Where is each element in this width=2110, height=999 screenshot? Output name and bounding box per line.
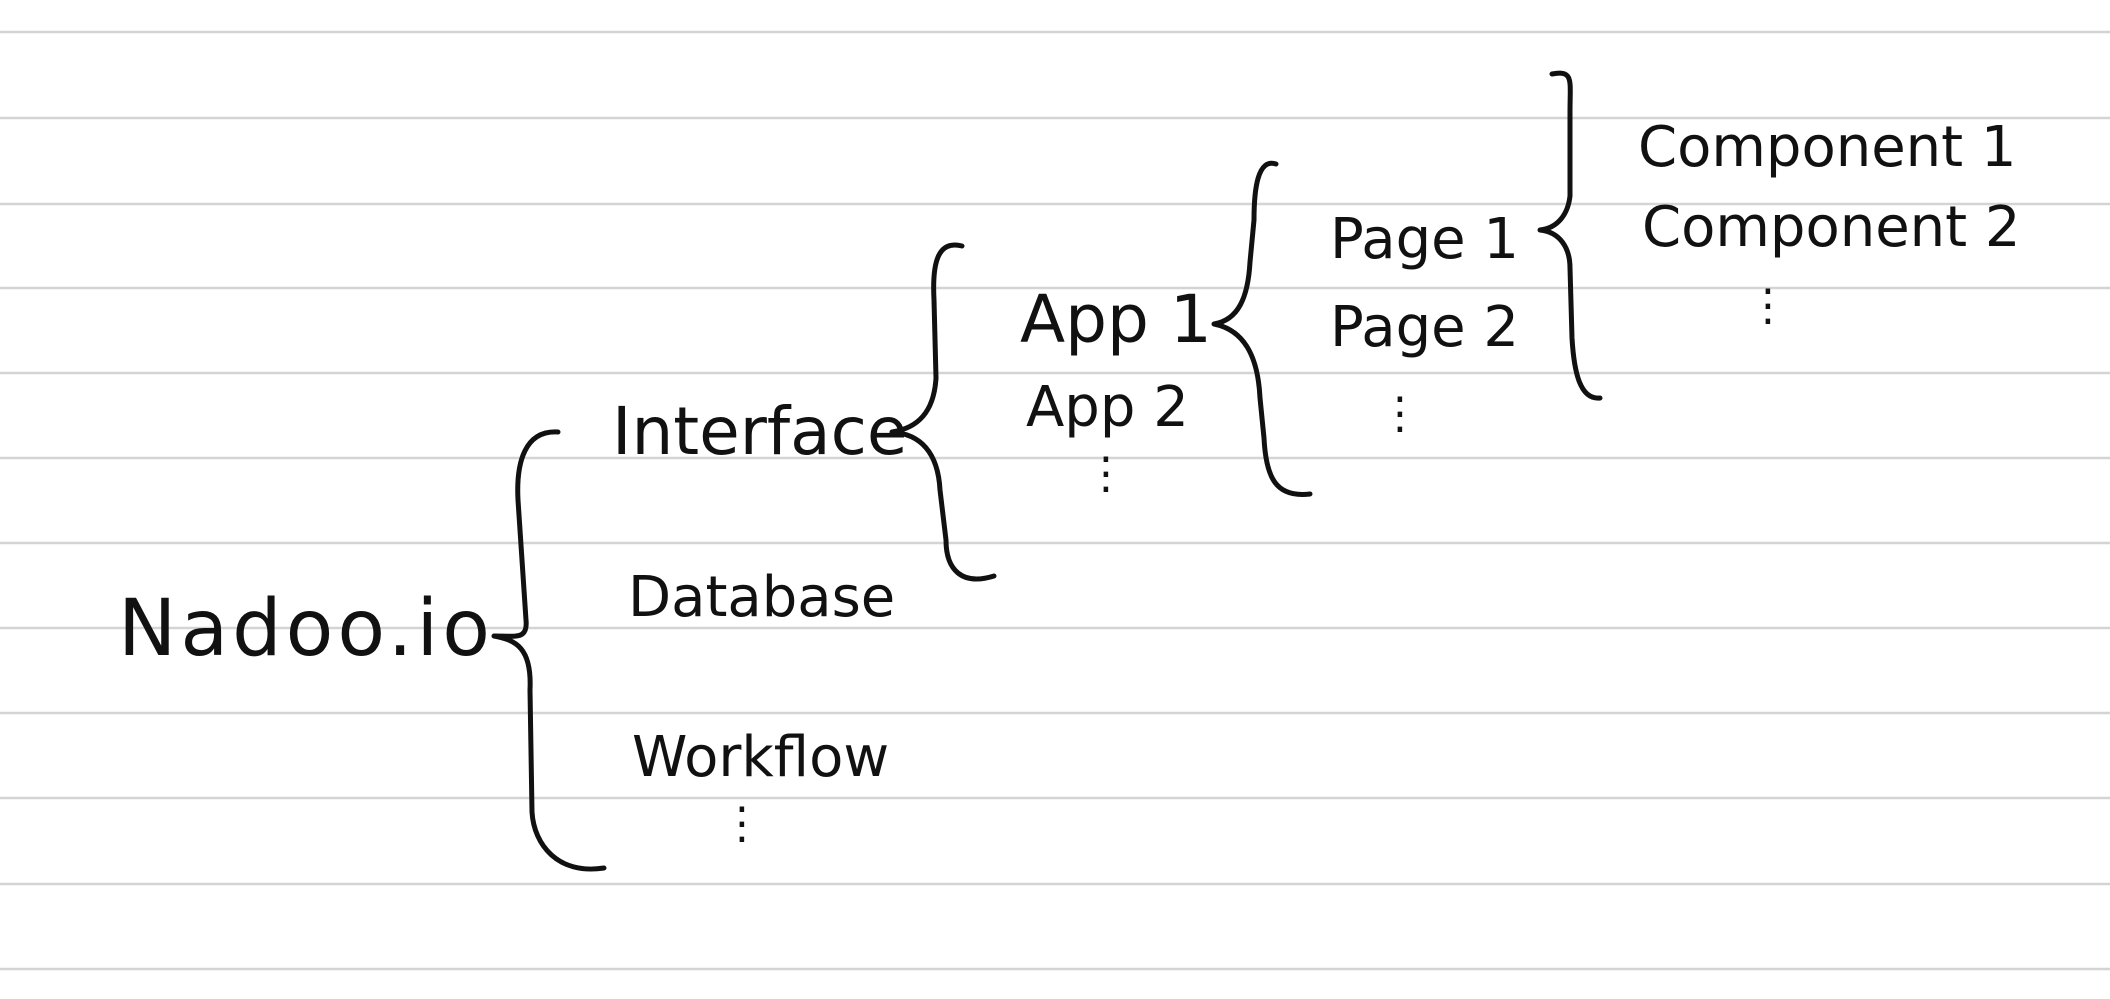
level3-ellipsis: ⋮ <box>1378 388 1422 439</box>
level2-ellipsis: ⋮ <box>1084 448 1128 499</box>
node-interface: Interface <box>612 393 908 470</box>
brace-root <box>491 429 607 872</box>
node-app-1: App 1 <box>1020 281 1212 358</box>
brace-app-1 <box>1211 160 1313 497</box>
root-node: Nadoo.io <box>118 584 494 674</box>
brace-page-1 <box>1537 70 1603 401</box>
node-app-2: App 2 <box>1026 375 1189 440</box>
ruled-lines <box>0 30 2110 971</box>
level1-ellipsis: ⋮ <box>720 798 764 849</box>
brace-interface <box>889 242 997 582</box>
node-page-1: Page 1 <box>1330 207 1519 272</box>
node-page-2: Page 2 <box>1330 295 1519 360</box>
node-workflow: Workflow <box>632 725 889 790</box>
node-component-2: Component 2 <box>1642 195 2021 260</box>
node-database: Database <box>628 565 895 630</box>
level4-ellipsis: ⋮ <box>1746 280 1790 331</box>
node-component-1: Component 1 <box>1638 115 2017 180</box>
